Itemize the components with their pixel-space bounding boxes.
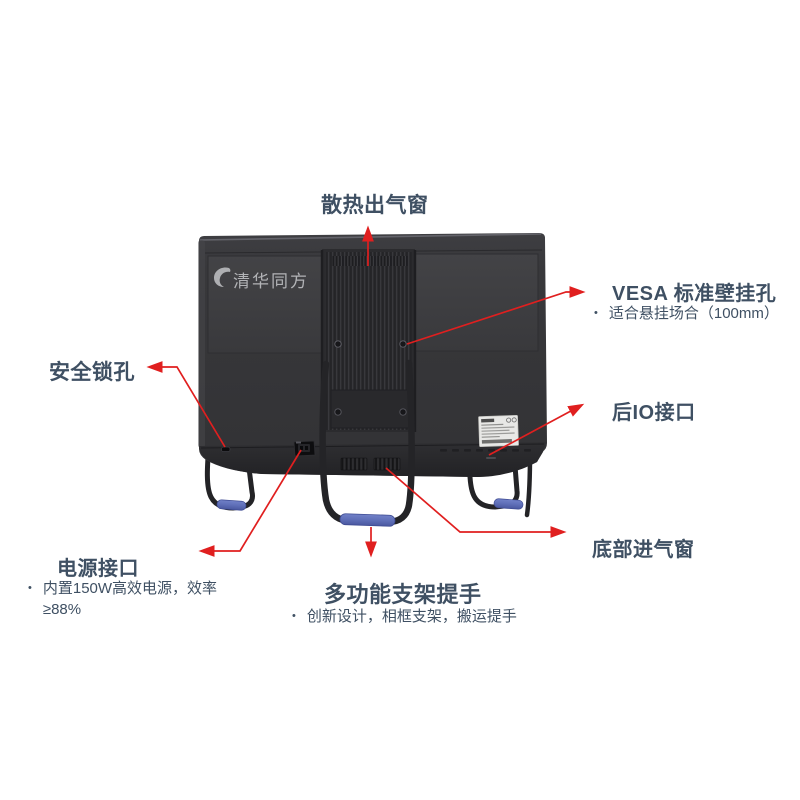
callout-handle-desc-text: 创新设计，相框支架，搬运提手: [306, 608, 517, 625]
callout-handle-label: 多功能支架提手: [324, 582, 482, 607]
callout-power-desc-line1: 内置150W高效电源，效率: [42, 580, 218, 597]
left-inset-panel: [207, 255, 323, 354]
security-lock-slot: [221, 446, 231, 452]
right-inset-panel: [414, 253, 539, 352]
heat-exhaust-vent: [332, 256, 408, 266]
bullet-icon: •: [28, 582, 32, 594]
io-port-covers: [440, 449, 531, 459]
callout-line-power: [198, 449, 302, 557]
callout-vent-label: 散热出气窗: [321, 194, 429, 217]
leg-pad-right: [493, 498, 524, 510]
callout-line-bottom-intake: [385, 467, 567, 538]
heat-vent-column: [320, 249, 417, 432]
callout-line-vesa: [406, 286, 586, 345]
callout-bottom-intake-label: 底部进气窗: [592, 539, 695, 561]
bottom-chin: [199, 442, 546, 477]
callout-vesa-desc: • 适合悬挂场合（100mm）: [594, 303, 779, 324]
handle-grip: [339, 513, 396, 527]
callout-power-desc: • 内置150W高效电源，效率 ≥88%: [28, 578, 217, 620]
vesa-mount-holes: [334, 340, 407, 416]
callout-line-rear-io: [488, 403, 585, 456]
callout-line-lock: [146, 361, 226, 448]
power-socket: [293, 440, 316, 457]
callout-vesa-desc-text: 适合悬挂场合（100mm）: [608, 305, 779, 322]
callout-vesa-label: VESA 标准壁挂孔: [612, 283, 777, 305]
callout-lock-label: 安全锁孔: [49, 361, 135, 384]
brand-logo-text: 清华同方: [233, 272, 309, 291]
callout-power-label: 电源接口: [57, 558, 139, 580]
brand-logo-icon: [214, 267, 231, 287]
callout-handle-desc: • 创新设计，相框支架，搬运提手: [292, 606, 517, 627]
bullet-icon: •: [292, 610, 296, 622]
bottom-intake-vents: [340, 457, 401, 471]
callout-power-desc-line2: ≥88%: [42, 601, 82, 618]
spec-sticker: [478, 414, 519, 447]
bullet-icon: •: [594, 307, 598, 319]
leg-pad-left: [216, 499, 247, 511]
callout-rear-io-label: 后IO接口: [612, 402, 696, 424]
